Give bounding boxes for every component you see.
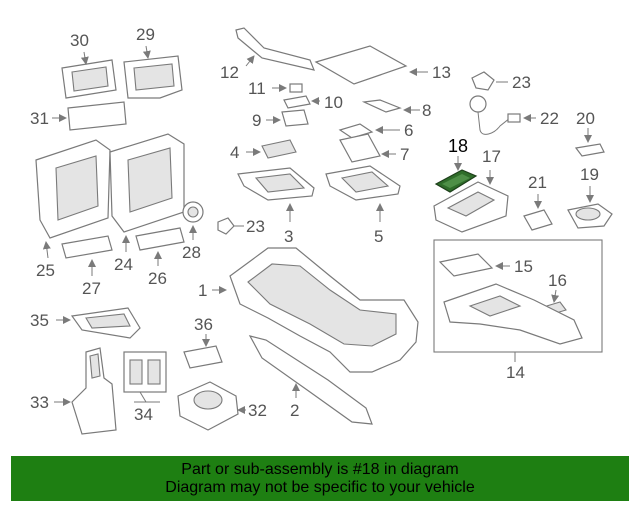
part-5-tray[interactable]: 5 (325, 165, 401, 246)
callout-36: 36 (194, 315, 213, 334)
part-2-side-trim[interactable]: 2 (248, 335, 373, 425)
part-20-cover[interactable]: 20 (574, 109, 605, 157)
callout-1: 1 (198, 281, 207, 300)
part-23-bracket-right[interactable]: 23 (471, 71, 531, 92)
callout-23-right: 23 (512, 73, 531, 92)
callout-8: 8 (422, 101, 431, 120)
callout-17: 17 (482, 147, 501, 166)
part-4-mat[interactable]: 4 (230, 139, 297, 162)
part-11-clip[interactable]: 11 (248, 79, 303, 98)
callout-6: 6 (404, 121, 413, 140)
info-line-1: Part or sub-assembly is #18 in diagram (181, 461, 459, 478)
part-21-insert[interactable]: 21 (523, 173, 553, 231)
callout-26: 26 (148, 269, 167, 288)
part-12-strip[interactable]: 12 (220, 27, 315, 82)
callout-31: 31 (30, 109, 49, 128)
callout-21: 21 (528, 173, 547, 192)
part-34-buttons[interactable]: 34 (123, 351, 167, 424)
part-1-center-console[interactable]: 1 (198, 247, 419, 373)
callout-24: 24 (114, 255, 133, 274)
callout-14: 14 (506, 363, 525, 382)
part-3-tray[interactable]: 3 (237, 167, 315, 246)
info-banner: Part or sub-assembly is #18 in diagram D… (11, 456, 629, 501)
part-33-shifter[interactable]: 33 (30, 347, 117, 435)
part-23-clip-left[interactable]: 23 (217, 217, 265, 236)
callout-16: 16 (548, 271, 567, 290)
callout-35: 35 (30, 311, 49, 330)
callout-27: 27 (82, 279, 101, 298)
part-26-mat[interactable]: 26 (135, 227, 185, 288)
callout-29: 29 (136, 25, 155, 44)
callout-2: 2 (290, 401, 299, 420)
part-32-controller[interactable]: 32 (177, 381, 267, 431)
part-19-cupholder[interactable]: 19 (567, 165, 613, 229)
part-8-spring[interactable]: 8 (361, 99, 431, 120)
part-17-holder[interactable]: 17 (433, 147, 509, 233)
callout-11: 11 (248, 79, 266, 98)
callout-30: 30 (70, 31, 89, 50)
part-24-trim[interactable]: 24 (109, 133, 185, 274)
callout-28: 28 (182, 243, 201, 262)
callout-15: 15 (514, 257, 533, 276)
info-line-2: Diagram may not be specific to your vehi… (165, 479, 475, 496)
callout-34: 34 (134, 405, 153, 424)
callout-32: 32 (248, 401, 267, 420)
part-6-insert[interactable]: 6 (338, 121, 413, 140)
callout-12: 12 (220, 63, 239, 82)
callout-25: 25 (36, 261, 55, 280)
part-35-trim[interactable]: 35 (30, 307, 141, 339)
parts-diagram: 30 29 31 25 24 27 26 (30, 25, 613, 435)
part-30-vent[interactable]: 30 (61, 31, 117, 99)
callout-7: 7 (400, 145, 409, 164)
part-7-frame[interactable]: 7 (339, 133, 409, 164)
part-14-trim-panel[interactable]: 15 16 14 (433, 239, 603, 382)
part-13-lid[interactable]: 13 (314, 45, 451, 85)
part-22-cable[interactable]: 22 (469, 95, 559, 135)
part-18-highlighted[interactable]: 18 (434, 136, 478, 193)
part-36-switch[interactable]: 36 (183, 315, 223, 369)
callout-9: 9 (252, 111, 261, 130)
callout-13: 13 (432, 63, 451, 82)
callout-5: 5 (374, 227, 383, 246)
callout-22: 22 (540, 109, 559, 128)
part-31-panel[interactable]: 31 (30, 101, 127, 131)
callout-18: 18 (448, 136, 468, 156)
callout-3: 3 (284, 227, 293, 246)
part-25-trim[interactable]: 25 (35, 139, 111, 280)
callout-20: 20 (576, 109, 595, 128)
part-27-mat[interactable]: 27 (61, 235, 113, 298)
callout-4: 4 (230, 143, 239, 162)
part-9-bracket[interactable]: 9 (252, 109, 309, 130)
part-28-knob[interactable]: 28 (182, 201, 204, 262)
callout-23-left: 23 (246, 217, 265, 236)
callout-10: 10 (324, 93, 343, 112)
part-29-vent[interactable]: 29 (123, 25, 183, 99)
part-10-bracket[interactable]: 10 (283, 93, 343, 112)
callout-33: 33 (30, 393, 49, 412)
callout-19: 19 (580, 165, 599, 184)
